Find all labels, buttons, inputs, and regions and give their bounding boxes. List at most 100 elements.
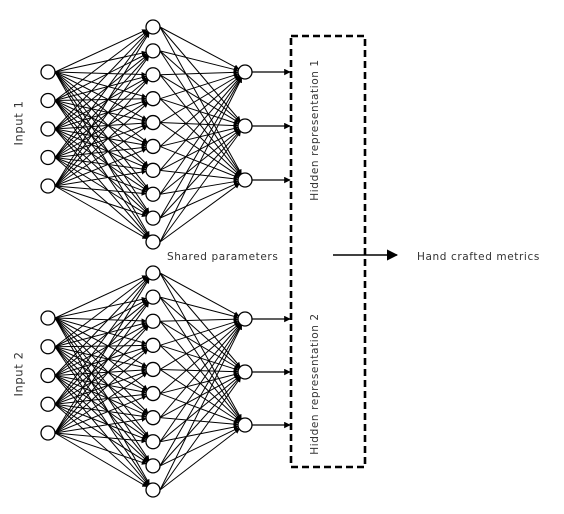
network-2-hidden-output-edge: [159, 272, 240, 317]
network-2-input-hidden-edge: [54, 346, 147, 376]
network-1-input-node: [40, 178, 56, 194]
network-2-hidden-node: [145, 410, 161, 426]
network-1-input-hidden-edge: [54, 96, 147, 102]
network-2-input-node: [40, 367, 56, 384]
network-1-input-hidden-edge: [54, 31, 149, 130]
network-1-hidden-output-edge: [159, 169, 239, 182]
network-2-hidden-output-edge: [159, 321, 240, 370]
network-2-hidden-output-edge: [159, 319, 239, 346]
network-2-input-hidden-edge: [54, 395, 147, 434]
network-1-hidden-output-edge: [159, 183, 240, 243]
network-1-hidden-output-edge: [159, 179, 239, 195]
network-2-input-hidden-edge: [54, 392, 147, 405]
network-2-input-hidden-edge: [54, 375, 148, 439]
network-2-hidden-node: [145, 337, 161, 353]
network-2-hidden-output-edge: [159, 428, 240, 491]
network-2-nodes: [40, 265, 253, 498]
network-2-input-hidden-edge: [54, 403, 147, 441]
network-2-hidden-node: [145, 482, 161, 498]
network-1-input-hidden-edge: [54, 157, 148, 216]
network-1-input-hidden-edge: [54, 157, 147, 193]
network-2-input-node: [40, 425, 56, 441]
network-1-input-hidden-edge: [54, 145, 147, 158]
network-1-hidden-node: [145, 210, 161, 226]
network-2-hidden-output-edge: [159, 424, 239, 443]
network-2-input-hidden-edge: [54, 403, 148, 486]
network-1-input-hidden-edge: [54, 128, 147, 147]
network-2-input-hidden-edge: [54, 278, 150, 405]
network-1-input-hidden-edge: [54, 29, 148, 73]
network-2-output-node: [237, 364, 253, 380]
network-1-hidden-output-edge: [159, 26, 240, 70]
network-2-input-hidden-edge: [54, 375, 149, 462]
network-1-output-node: [237, 172, 253, 188]
network-1-hidden-output-edge: [159, 69, 239, 76]
network-1-input-hidden-edge: [54, 123, 147, 158]
network-1-input-hidden-edge: [54, 50, 147, 73]
network-2-output-node: [237, 311, 253, 327]
network-1-hidden-output-edge: [159, 182, 239, 219]
network-1-input-hidden-edge: [54, 102, 148, 187]
network-1-connections: [54, 26, 243, 243]
network-1-input-node: [40, 92, 56, 109]
network-2-input-hidden-edge: [54, 346, 149, 462]
network-2-output-node: [237, 417, 253, 433]
network-1-input-hidden-edge: [54, 148, 147, 187]
network-1-input-hidden-edge: [54, 77, 148, 130]
network-1-input-hidden-edge: [54, 54, 148, 130]
network-2-hidden-node: [145, 385, 161, 402]
network-2-hidden-node: [145, 361, 161, 378]
network-2-input-hidden-edge: [54, 370, 147, 405]
network-1-input-node: [40, 64, 56, 80]
network-2-hidden-node: [145, 458, 161, 474]
network-2-hidden-output-edge: [159, 376, 241, 467]
network-2-hidden-output-edge: [159, 427, 240, 467]
network-2-hidden-output-edge: [159, 372, 239, 395]
network-2-hidden-output-edge: [159, 324, 242, 467]
network-2-input-hidden-edge: [54, 277, 149, 376]
network-2-hidden-output-edge: [159, 368, 239, 375]
network-1-hidden-output-edge: [159, 122, 239, 129]
network-2-input-node: [40, 339, 56, 355]
network-2-input-hidden-edge: [54, 432, 147, 465]
network-2-hidden-output-edge: [159, 320, 240, 370]
network-2-input-node: [40, 396, 56, 412]
network-2-input-hidden-edge: [54, 375, 147, 395]
network-1-hidden-output-edge: [159, 76, 240, 147]
shared-parameters-label: Shared parameters: [167, 251, 278, 263]
network-1-hidden-output-edge: [159, 50, 239, 72]
network-1-input-hidden-edge: [54, 99, 147, 130]
network-2-hidden-output-edge: [159, 393, 239, 424]
network-1-input-hidden-edge: [54, 79, 149, 187]
network-1-hidden-node: [145, 114, 161, 131]
network-2-hidden-output-edge: [159, 324, 242, 443]
network-2-input-hidden-edge: [54, 375, 149, 486]
network-1-input-node: [40, 149, 56, 166]
network-1-input-node: [40, 121, 56, 137]
network-2-input-hidden-edge: [54, 276, 148, 348]
network-2-input-hidden-edge: [54, 416, 147, 434]
network-1-input-hidden-edge: [54, 32, 150, 158]
network-2-input-hidden-edge: [54, 348, 148, 405]
network-1-input-hidden-edge: [54, 71, 150, 237]
network-1-hidden-output-edge: [159, 77, 242, 219]
network-2-hidden-output-edge: [159, 316, 239, 322]
network-2-input-hidden-edge: [54, 301, 149, 405]
network-2-input-hidden-edge: [54, 323, 148, 376]
network-1-input-hidden-edge: [54, 55, 149, 158]
network-2-hidden-output-edge: [159, 344, 239, 372]
network-1-input-hidden-edge: [54, 125, 148, 187]
network-2-input-hidden-edge: [54, 317, 150, 485]
network-2-hidden-output-edge: [159, 377, 242, 491]
network-1-hidden-node: [145, 138, 161, 155]
network-1-hidden-node: [145, 234, 161, 250]
network-1-hidden-output-edge: [159, 130, 241, 219]
network-1-input-hidden-edge: [54, 157, 147, 172]
network-2-input-hidden-edge: [54, 367, 147, 376]
network-1-input-hidden-edge: [54, 128, 149, 214]
network-2-input-node: [40, 310, 56, 326]
network-2-input-hidden-edge: [54, 375, 147, 416]
network-2-input-hidden-edge: [54, 342, 147, 348]
network-2-input-hidden-edge: [54, 349, 148, 434]
